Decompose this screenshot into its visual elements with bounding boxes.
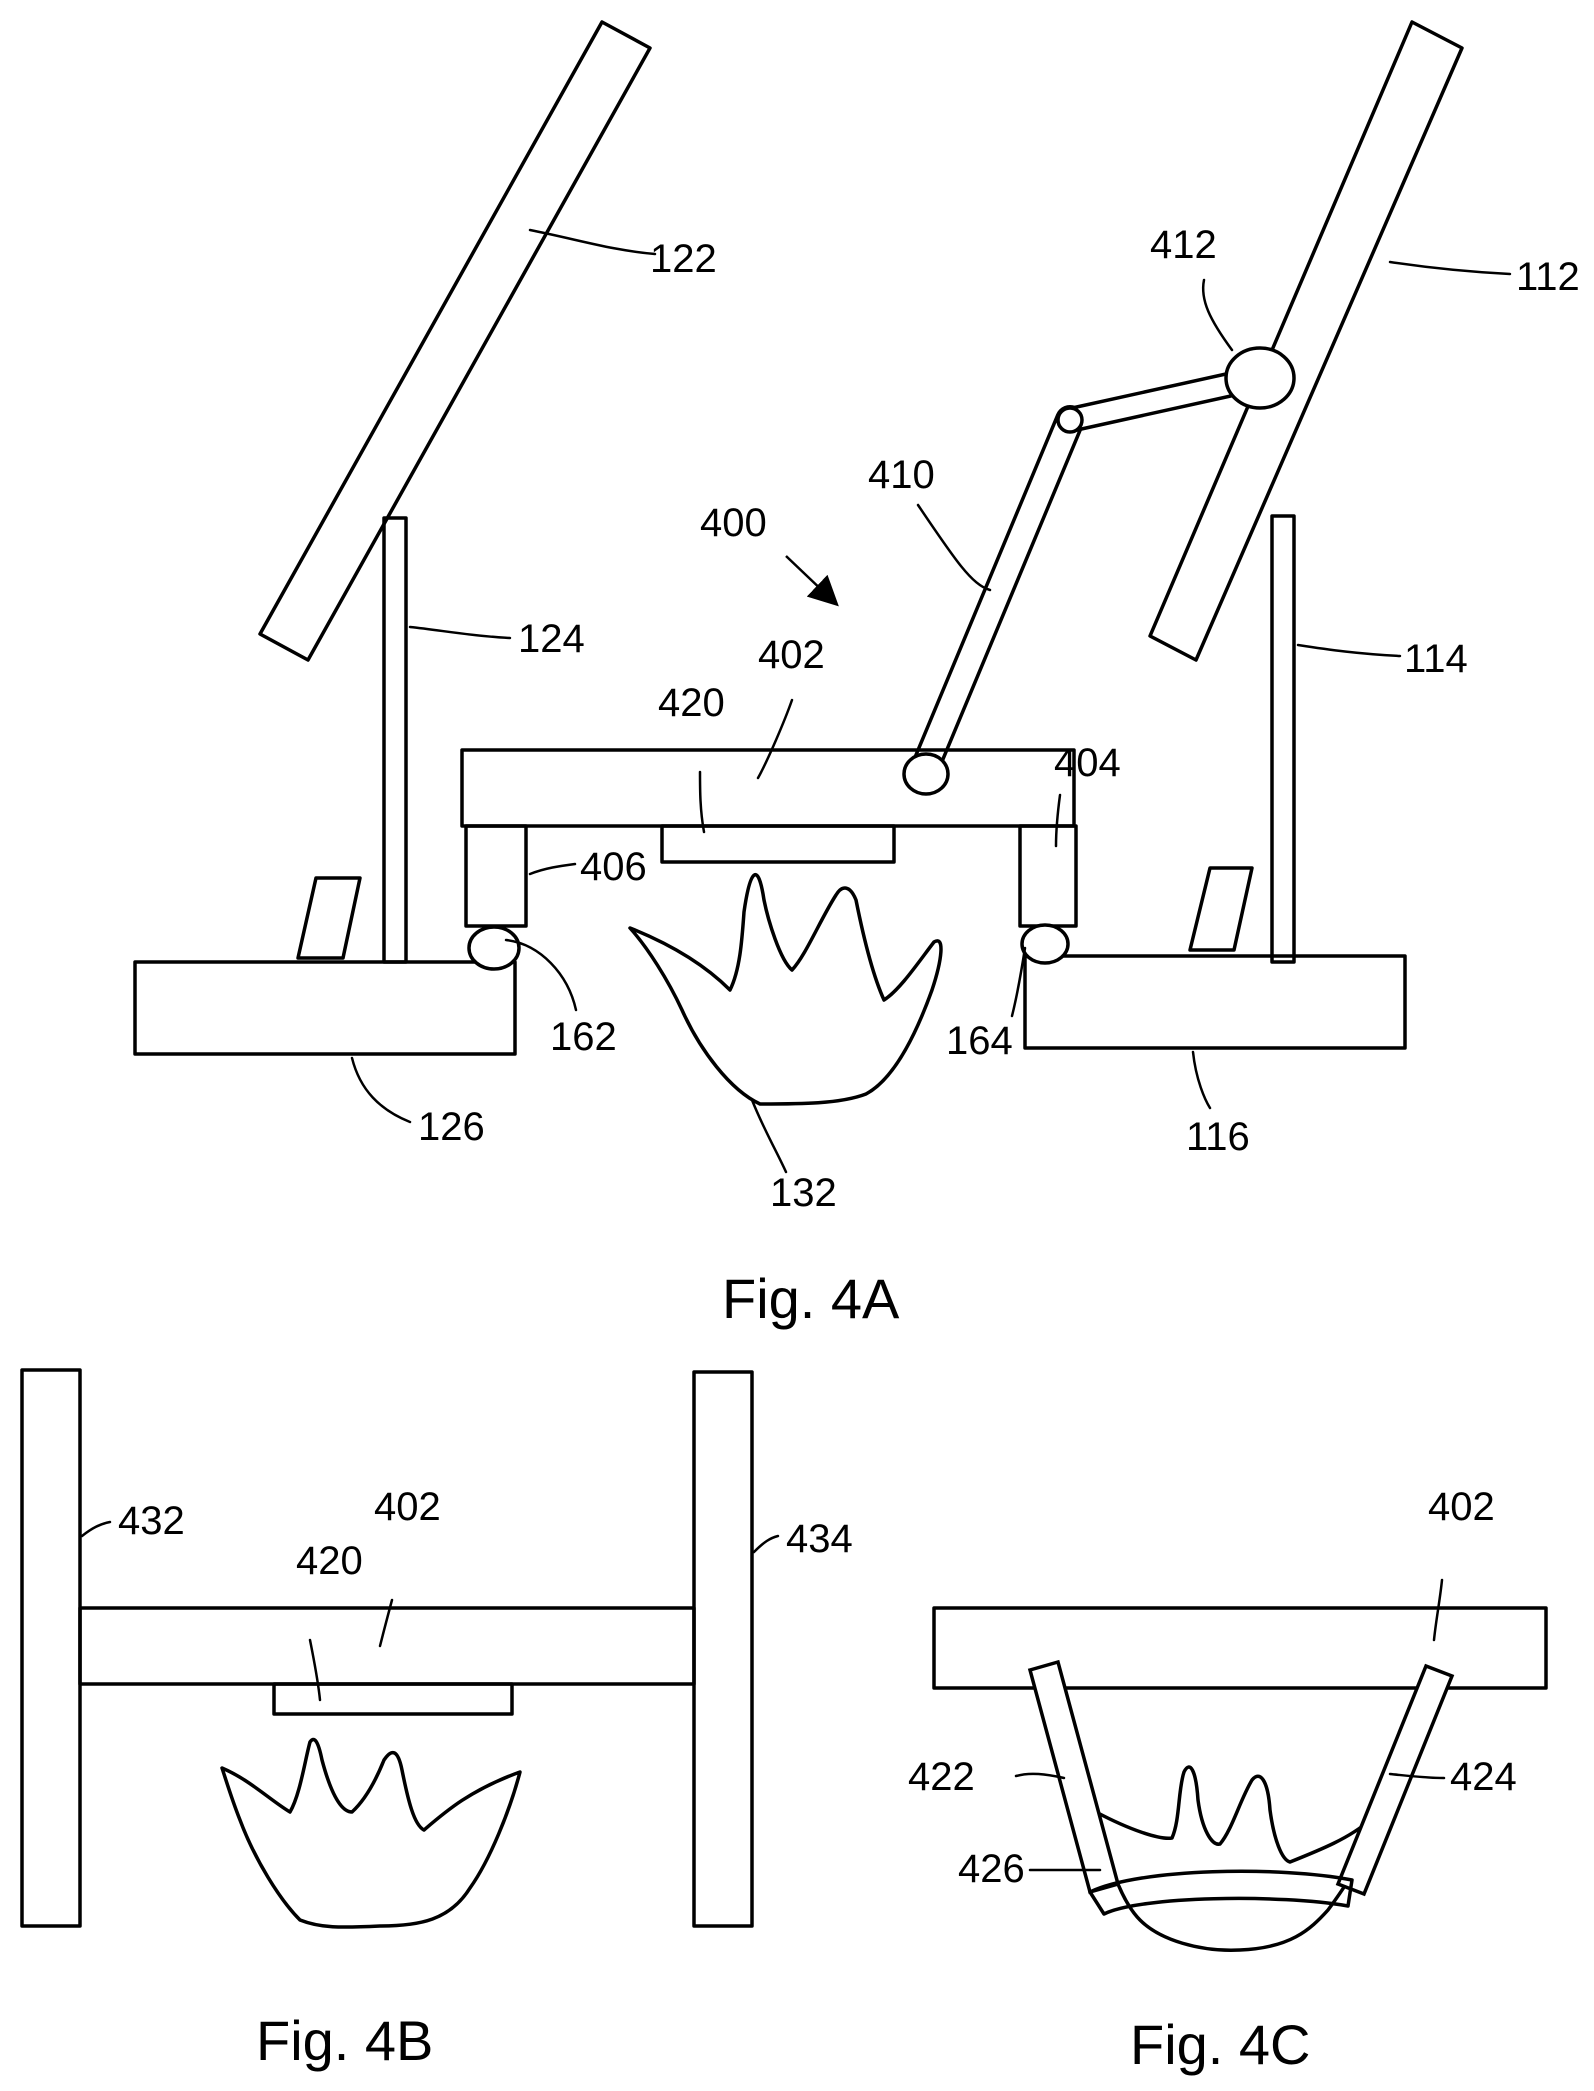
caption-fig-4c: Fig. 4C [1130,2013,1311,2076]
label-402-b: 402 [374,1485,441,1529]
label-116: 116 [1186,1115,1250,1159]
label-162: 162 [550,1015,617,1059]
leader-114 [1298,645,1400,656]
label-410: 410 [868,453,935,497]
label-412: 412 [1150,223,1217,267]
leader-412 [1203,280,1232,350]
arrow-400 [786,556,828,596]
caption-fig-4b: Fig. 4B [256,2009,433,2072]
arm-base-joint [904,754,948,794]
clamp-arm-422 [1030,1662,1118,1892]
leader-432 [82,1522,110,1536]
leader-406 [530,864,575,874]
cradle-426 [1090,1871,1352,1914]
leader-126 [352,1058,410,1122]
leader-420-b [310,1640,320,1700]
figure-4a: 122 112 412 410 400 402 420 124 114 404 … [135,22,1580,1330]
upright-432 [22,1370,80,1926]
label-114: 114 [1404,637,1468,681]
leader-420 [700,772,704,832]
caption-fig-4a: Fig. 4A [722,1267,900,1330]
label-422: 422 [908,1755,975,1799]
crop-132 [630,875,941,1104]
leader-402 [758,700,792,778]
label-112: 112 [1516,255,1580,299]
joint-412 [1226,348,1294,408]
label-402: 402 [758,633,825,677]
leader-434 [754,1536,778,1552]
panel-122 [260,22,650,660]
crop-c [1096,1767,1370,1950]
leg-406 [466,826,526,926]
leader-402-c [1434,1580,1442,1640]
upright-434 [694,1372,752,1926]
label-404: 404 [1054,741,1121,785]
label-420-b: 420 [296,1539,363,1583]
post-114 [1272,516,1294,962]
leg-404 [1020,826,1076,926]
leader-410 [918,505,990,590]
arm-410-lower-inner [922,420,1070,775]
pad-420 [662,826,894,862]
leader-132 [752,1100,786,1172]
carriage-402 [462,750,1074,826]
label-432: 432 [118,1499,185,1543]
leader-122 [530,230,655,254]
leader-164 [1012,948,1025,1016]
figure-4b: 432 402 420 434 Fig. 4B [22,1370,853,2072]
carriage-402-c [934,1608,1546,1688]
leader-112 [1390,262,1510,274]
left-tilted-plate [298,878,360,958]
label-420: 420 [658,681,725,725]
figure-4c: 402 422 424 426 Fig. 4C [908,1485,1546,2076]
base-116 [1025,956,1405,1048]
panel-112 [1150,22,1462,660]
crop-b [222,1739,520,1927]
clamp-arm-424 [1338,1666,1452,1894]
right-tilted-plate [1190,868,1252,950]
post-124 [384,518,406,962]
label-132: 132 [770,1171,837,1215]
base-126 [135,962,515,1054]
elbow-joint [1058,408,1082,432]
label-126: 126 [418,1105,485,1149]
leader-404 [1056,795,1060,846]
label-406: 406 [580,845,647,889]
label-434: 434 [786,1517,853,1561]
leader-124 [410,627,510,638]
roller-164 [1022,925,1068,963]
label-124: 124 [518,617,585,661]
label-426: 426 [958,1847,1025,1891]
label-400: 400 [700,501,767,545]
label-122: 122 [650,237,717,281]
leader-116 [1193,1052,1210,1108]
label-402-c: 402 [1428,1485,1495,1529]
roller-162 [469,927,519,969]
pad-420-b [274,1684,512,1714]
label-424: 424 [1450,1755,1517,1799]
label-164: 164 [946,1019,1013,1063]
